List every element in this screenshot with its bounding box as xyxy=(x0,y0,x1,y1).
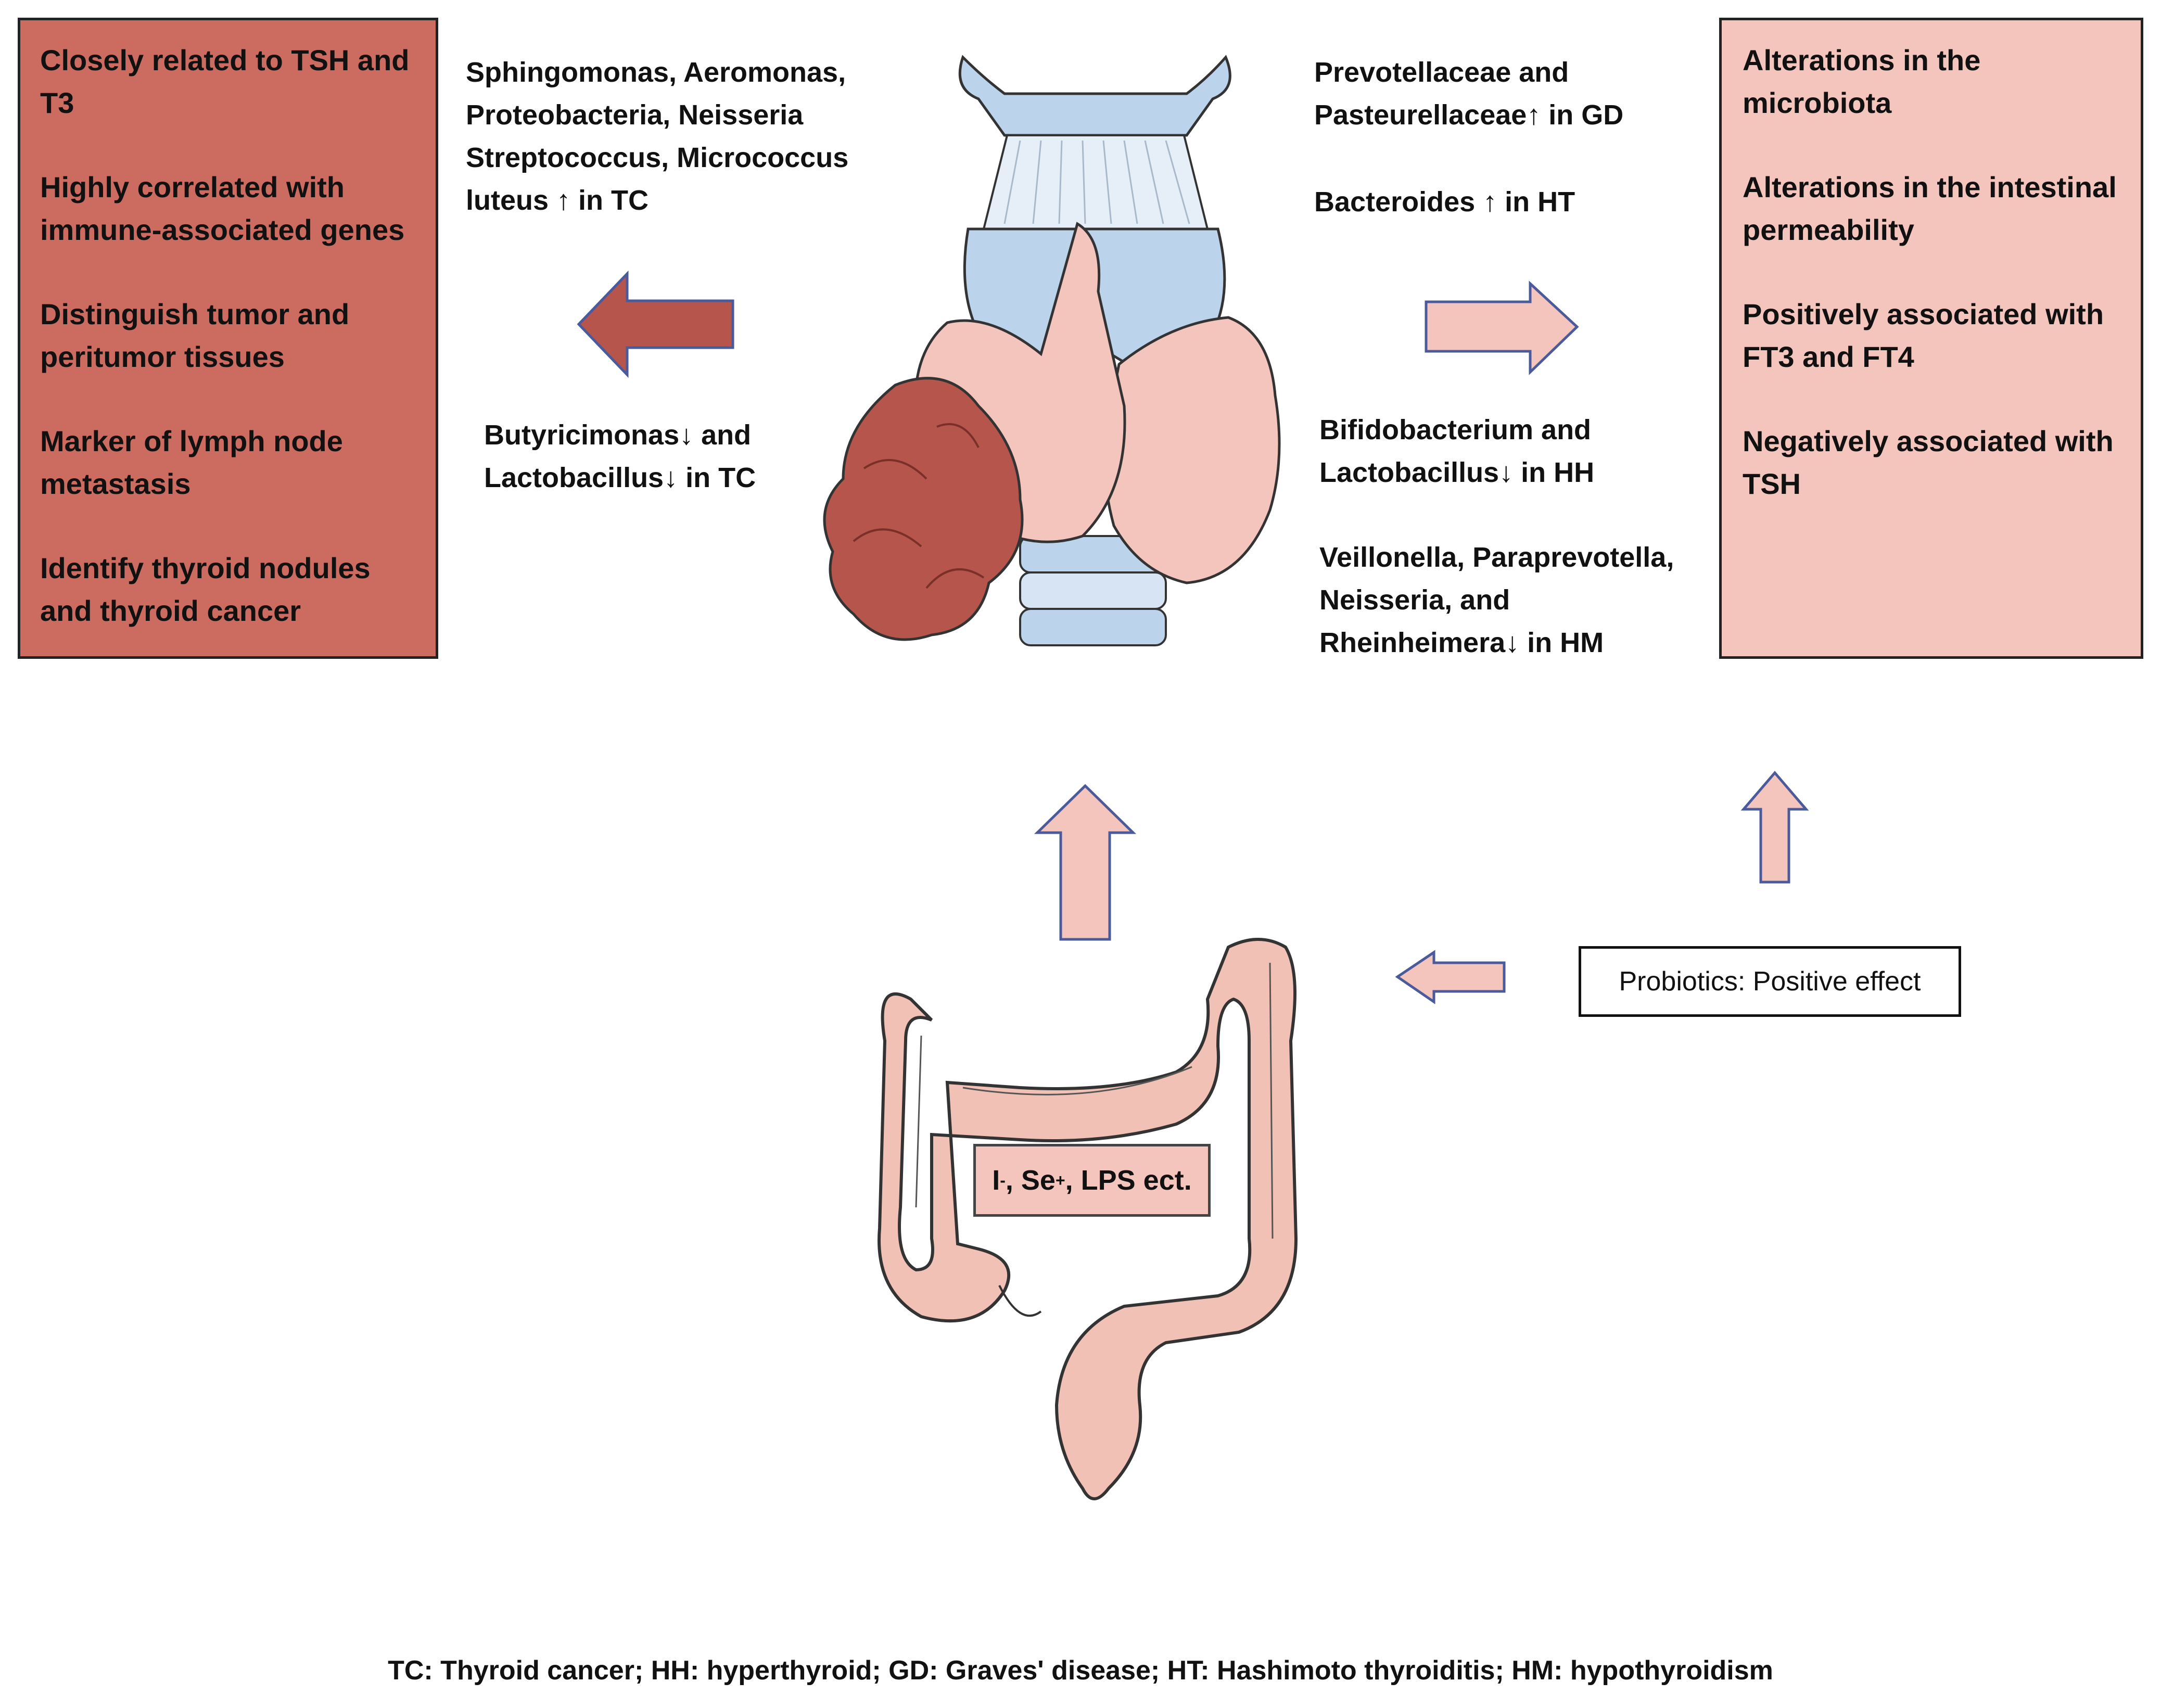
left-item: Identify thyroid nodules and thyroid can… xyxy=(40,552,371,627)
label-tc-decrease: Butyricimonas↓ and Lactobacillus↓ in TC xyxy=(484,419,756,493)
gut-metabolites-box: I-, Se+, LPS ect. xyxy=(973,1144,1211,1217)
left-item: Closely related to TSH and T3 xyxy=(40,44,410,119)
abbreviation-legend: TC: Thyroid cancer; HH: hyperthyroid; GD… xyxy=(388,1655,1773,1686)
right-findings-box: Alterations in the microbiota Alteration… xyxy=(1719,18,2143,659)
thyroid-right-lobe xyxy=(1103,316,1281,584)
lps-text: , LPS ect. xyxy=(1065,1165,1192,1196)
iodide-text: I xyxy=(992,1165,1000,1196)
probiotics-box: Probiotics: Positive effect xyxy=(1579,946,1961,1017)
hyoid-bone xyxy=(958,55,1231,137)
thyroid-illustration xyxy=(823,55,1281,646)
right-item: Positively associated with FT3 and FT4 xyxy=(1743,298,2104,373)
left-item: Distinguish tumor and peritumor tissues xyxy=(40,298,350,373)
colon xyxy=(878,938,1298,1500)
thyrohyoid-membrane xyxy=(982,134,1209,230)
right-item: Negatively associated with TSH xyxy=(1743,425,2114,500)
label-tc-increase: Sphingomonas, Aeromonas, Proteobacteria,… xyxy=(466,57,849,216)
label-hm-decrease: Veillonella, Paraprevotella, Neisseria, … xyxy=(1319,542,1674,658)
thyroid-tumor xyxy=(823,377,1024,641)
colon-illustration xyxy=(878,938,1298,1500)
arrow-left-probiotics xyxy=(1395,950,1506,1004)
left-item: Highly correlated with immune-associated… xyxy=(40,171,405,246)
label-ht-increase: Bacteroides ↑ in HT xyxy=(1314,186,1575,218)
arrow-left-tc xyxy=(577,270,734,378)
right-item: Alterations in the intestinal permeabili… xyxy=(1743,171,2117,246)
label-gd-increase: Prevotellaceae and Pasteurellaceae↑ in G… xyxy=(1314,57,1624,131)
selenium-text: , Se xyxy=(1005,1165,1056,1196)
arrow-right-thyroid xyxy=(1425,281,1579,375)
left-findings-box: Closely related to TSH and T3 Highly cor… xyxy=(18,18,438,659)
arrow-up-probiotics xyxy=(1740,771,1809,884)
arrow-up-gut-thyroid xyxy=(1034,784,1137,941)
label-hh-decrease: Bifidobacterium and Lactobacillus↓ in HH xyxy=(1319,414,1595,488)
iodide-charge: - xyxy=(1000,1170,1006,1190)
selenium-charge: + xyxy=(1055,1170,1065,1190)
left-item: Marker of lymph node metastasis xyxy=(40,425,343,500)
right-item: Alterations in the microbiota xyxy=(1743,44,1981,119)
